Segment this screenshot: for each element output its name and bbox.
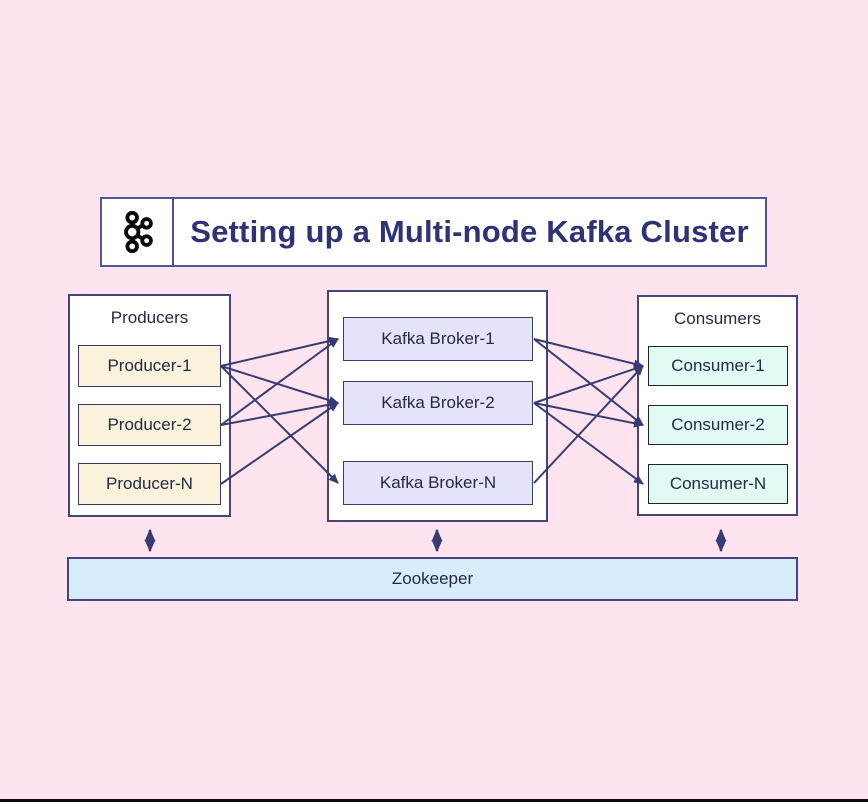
kafka-broker-n-node: Kafka Broker-N [343,461,533,505]
producer-1-node: Producer-1 [78,345,221,387]
consumer-2-node: Consumer-2 [648,405,788,445]
bottom-border-line [0,799,868,802]
consumer-n-node: Consumer-N [648,464,788,504]
zookeeper-bar: Zookeeper [67,557,798,601]
kafka-broker-1-node: Kafka Broker-1 [343,317,533,361]
consumer-1-node: Consumer-1 [648,346,788,386]
kafka-logo-icon [124,210,153,254]
producer-n-node: Producer-N [78,463,221,505]
producers-panel-title: Producers [110,308,189,327]
zookeeper-label: Zookeeper [391,569,474,588]
consumers-panel-title: Consumers [674,309,761,328]
producer-2-node: Producer-2 [78,404,221,446]
diagram-title: Setting up a Multi-node Kafka Cluster [190,214,749,249]
kafka-broker-2-node: Kafka Broker-2 [343,381,533,425]
title-bar: Setting up a Multi-node Kafka Cluster [100,197,767,267]
kafka-logo-cell [102,199,174,265]
